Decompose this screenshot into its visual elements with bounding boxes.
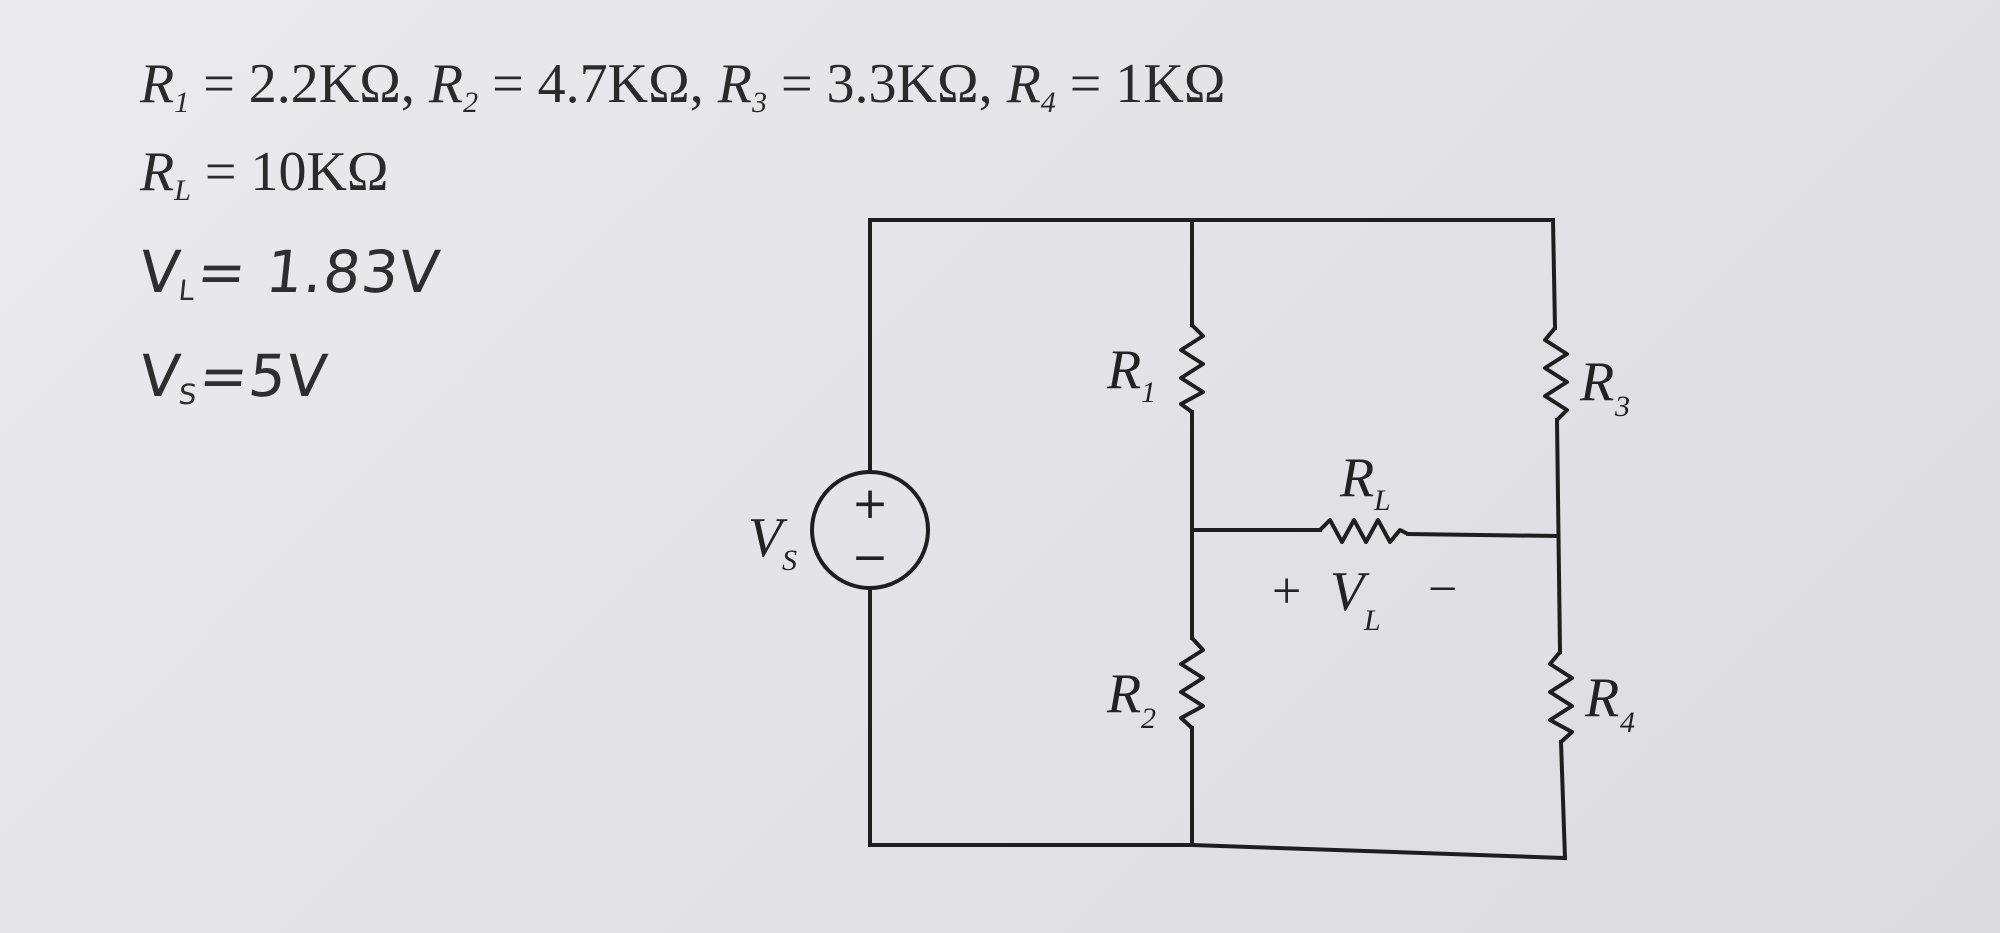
r2-symbol: R	[428, 53, 464, 115]
rl-label-subscript: L	[1373, 484, 1391, 517]
rl-symbol: R	[140, 141, 175, 203]
wire-right-top	[1550, 217, 1558, 331]
r4-symbol: R	[1006, 53, 1041, 115]
vl-minus-sign: −	[1428, 561, 1457, 618]
vl-polarity-label: + V L −	[1272, 561, 1457, 637]
resistor-rl	[1318, 518, 1409, 544]
r4-subscript: 4	[1040, 86, 1056, 119]
vl-symbol: V	[1330, 561, 1370, 623]
wire-bottom	[868, 843, 1568, 861]
r4-label-subscript: 4	[1620, 706, 1635, 739]
given-values-line-2: RL = 10KΩ	[140, 140, 389, 208]
wire-right-bottom	[1558, 739, 1568, 861]
r4-label: R	[1584, 667, 1619, 729]
r1-label: R	[1106, 339, 1141, 401]
r2-label-subscript: 2	[1141, 702, 1156, 735]
r1-symbol: R	[140, 53, 175, 115]
vl-subscript: L	[1363, 604, 1381, 637]
source-plus-sign: +	[852, 478, 889, 529]
rl-subscript: L	[174, 174, 191, 207]
vl-plus-sign: +	[1272, 563, 1301, 620]
r3-subscript: 3	[751, 86, 767, 119]
rl-label: R	[1339, 447, 1374, 509]
voltage-source: + − V S	[748, 470, 930, 590]
wire-rl-right	[1405, 531, 1560, 539]
r4-value: = 1KΩ	[1055, 53, 1226, 115]
resistor-r4	[1548, 650, 1574, 744]
r1-value: = 2.2KΩ,	[189, 53, 415, 115]
r1-label-subscript: 1	[1141, 376, 1156, 409]
resistor-r1	[1179, 323, 1205, 414]
source-label-subscript: S	[782, 544, 797, 577]
resistor-r2	[1179, 636, 1205, 730]
r2-subscript: 2	[463, 86, 479, 119]
source-circle	[810, 470, 930, 590]
r3-label-subscript: 3	[1614, 390, 1630, 423]
resistor-r3	[1543, 326, 1569, 422]
r2-value: = 4.7KΩ,	[478, 53, 704, 115]
rl-value: = 10KΩ	[190, 141, 389, 203]
r1-subscript: 1	[174, 86, 190, 119]
r3-value: = 3.3KΩ,	[766, 53, 993, 115]
r2-label: R	[1106, 663, 1141, 725]
source-label: V	[748, 507, 788, 569]
source-minus-sign: −	[852, 532, 889, 583]
r3-label: R	[1579, 351, 1614, 413]
given-values-line-1: R1 = 2.2KΩ, R2 = 4.7KΩ, R3 = 3.3KΩ, R4 =…	[140, 52, 1225, 120]
r3-symbol: R	[717, 53, 752, 115]
